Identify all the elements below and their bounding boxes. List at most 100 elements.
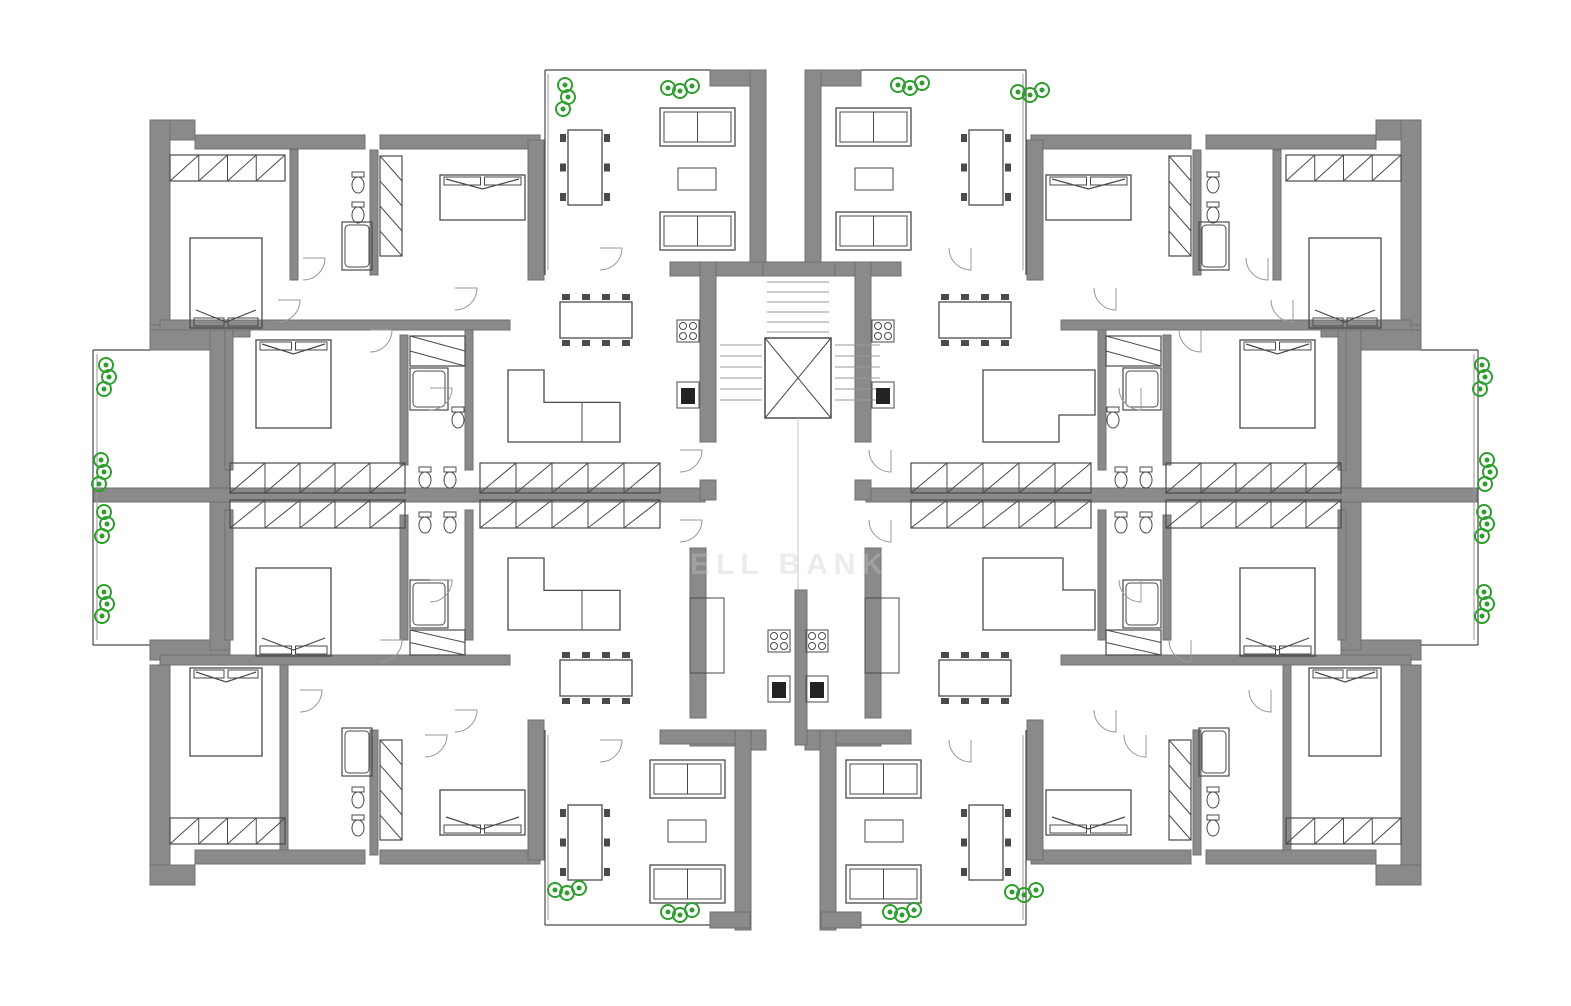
toilet-icon [1114,511,1128,534]
table-icon [559,294,633,346]
door-swing [679,519,703,543]
toilet-icon [1206,171,1220,194]
oven-icon [676,381,700,409]
wall [1030,134,1192,150]
plant-icon [96,381,112,397]
bed-icon [1308,667,1382,757]
plant-icon [882,904,898,920]
bed-icon [439,789,526,836]
plant-icon [684,902,700,918]
wall [669,261,766,277]
wall [1282,659,1292,851]
wardrobe-icon [409,629,466,656]
sofa-icon [659,211,736,251]
bed-icon [255,567,332,657]
wardrobe-icon [169,817,286,845]
stove-icon [767,629,791,653]
table-icon [961,804,1011,881]
table-icon [559,652,633,704]
plant-icon [1474,528,1490,544]
bathtub-icon [341,727,373,777]
door-swing [454,709,478,733]
plant-icon [1472,381,1488,397]
wardrobe-icon [169,154,286,182]
table-icon [667,819,707,843]
partition-line [764,337,832,419]
plant-icon [94,528,110,544]
toilet-icon [418,466,432,489]
toilet-icon [1206,814,1220,837]
plant-icon [571,880,587,896]
wardrobe-icon [1285,817,1402,845]
door-swing [679,449,703,473]
wall [1162,334,1172,466]
wall [224,329,234,471]
bed-icon [439,174,526,221]
oven-icon [805,675,829,703]
wall [794,589,808,746]
sofa-icon [845,864,922,904]
wall [289,149,299,281]
plant-icon [547,882,563,898]
wall [1400,664,1422,886]
door-swing [1248,689,1272,713]
wall [1026,139,1044,281]
sofa-icon [507,369,621,443]
oven-icon [871,381,895,409]
plant-icon [660,80,676,96]
stove-icon [805,629,829,653]
toilet-icon [1206,786,1220,809]
door-swing [868,449,892,473]
plant-icon [94,608,110,624]
wall [749,69,767,271]
wall [1205,849,1377,865]
sofa-icon [835,107,912,147]
plant-icon [890,77,906,93]
door-swing [1118,579,1142,603]
wardrobe-icon [409,335,466,367]
toilet-icon [351,786,365,809]
sofa-icon [845,759,922,799]
bed-icon [1045,789,1132,836]
wall [149,119,171,326]
wall [1026,719,1044,861]
toilet-icon [418,511,432,534]
wall [464,509,474,641]
wall [194,849,366,865]
wardrobe-icon [1165,462,1342,494]
wall [159,654,511,666]
counter-outline [864,597,900,674]
wardrobe-icon [910,462,1092,494]
wardrobe-icon [1168,155,1192,257]
toilet-icon [1114,466,1128,489]
door-swing [1245,257,1269,281]
wall [369,149,379,276]
bathtub-icon [341,221,373,271]
bed-icon [1239,339,1316,429]
wall [1400,119,1422,326]
wardrobe-icon [910,499,1092,529]
wardrobe-icon [479,499,661,529]
wall [527,139,545,281]
plant-icon [555,101,571,117]
door-swing [424,734,448,758]
wall [1060,654,1412,666]
door-swing [299,689,323,713]
toilet-icon [351,814,365,837]
plant-icon [93,452,109,468]
plant-icon [906,902,922,918]
plant-icon [1004,884,1020,900]
wall [1337,509,1347,641]
plant-icon [1476,584,1492,600]
wall [1060,319,1412,331]
plant-icon [91,476,107,492]
wall [399,514,409,641]
toilet-icon [1139,466,1153,489]
toilet-icon [1106,406,1120,429]
wardrobe-icon [229,499,406,529]
wall [399,334,409,466]
bed-icon [1308,237,1382,329]
table-icon [854,167,894,191]
wardrobe-icon [379,155,403,257]
